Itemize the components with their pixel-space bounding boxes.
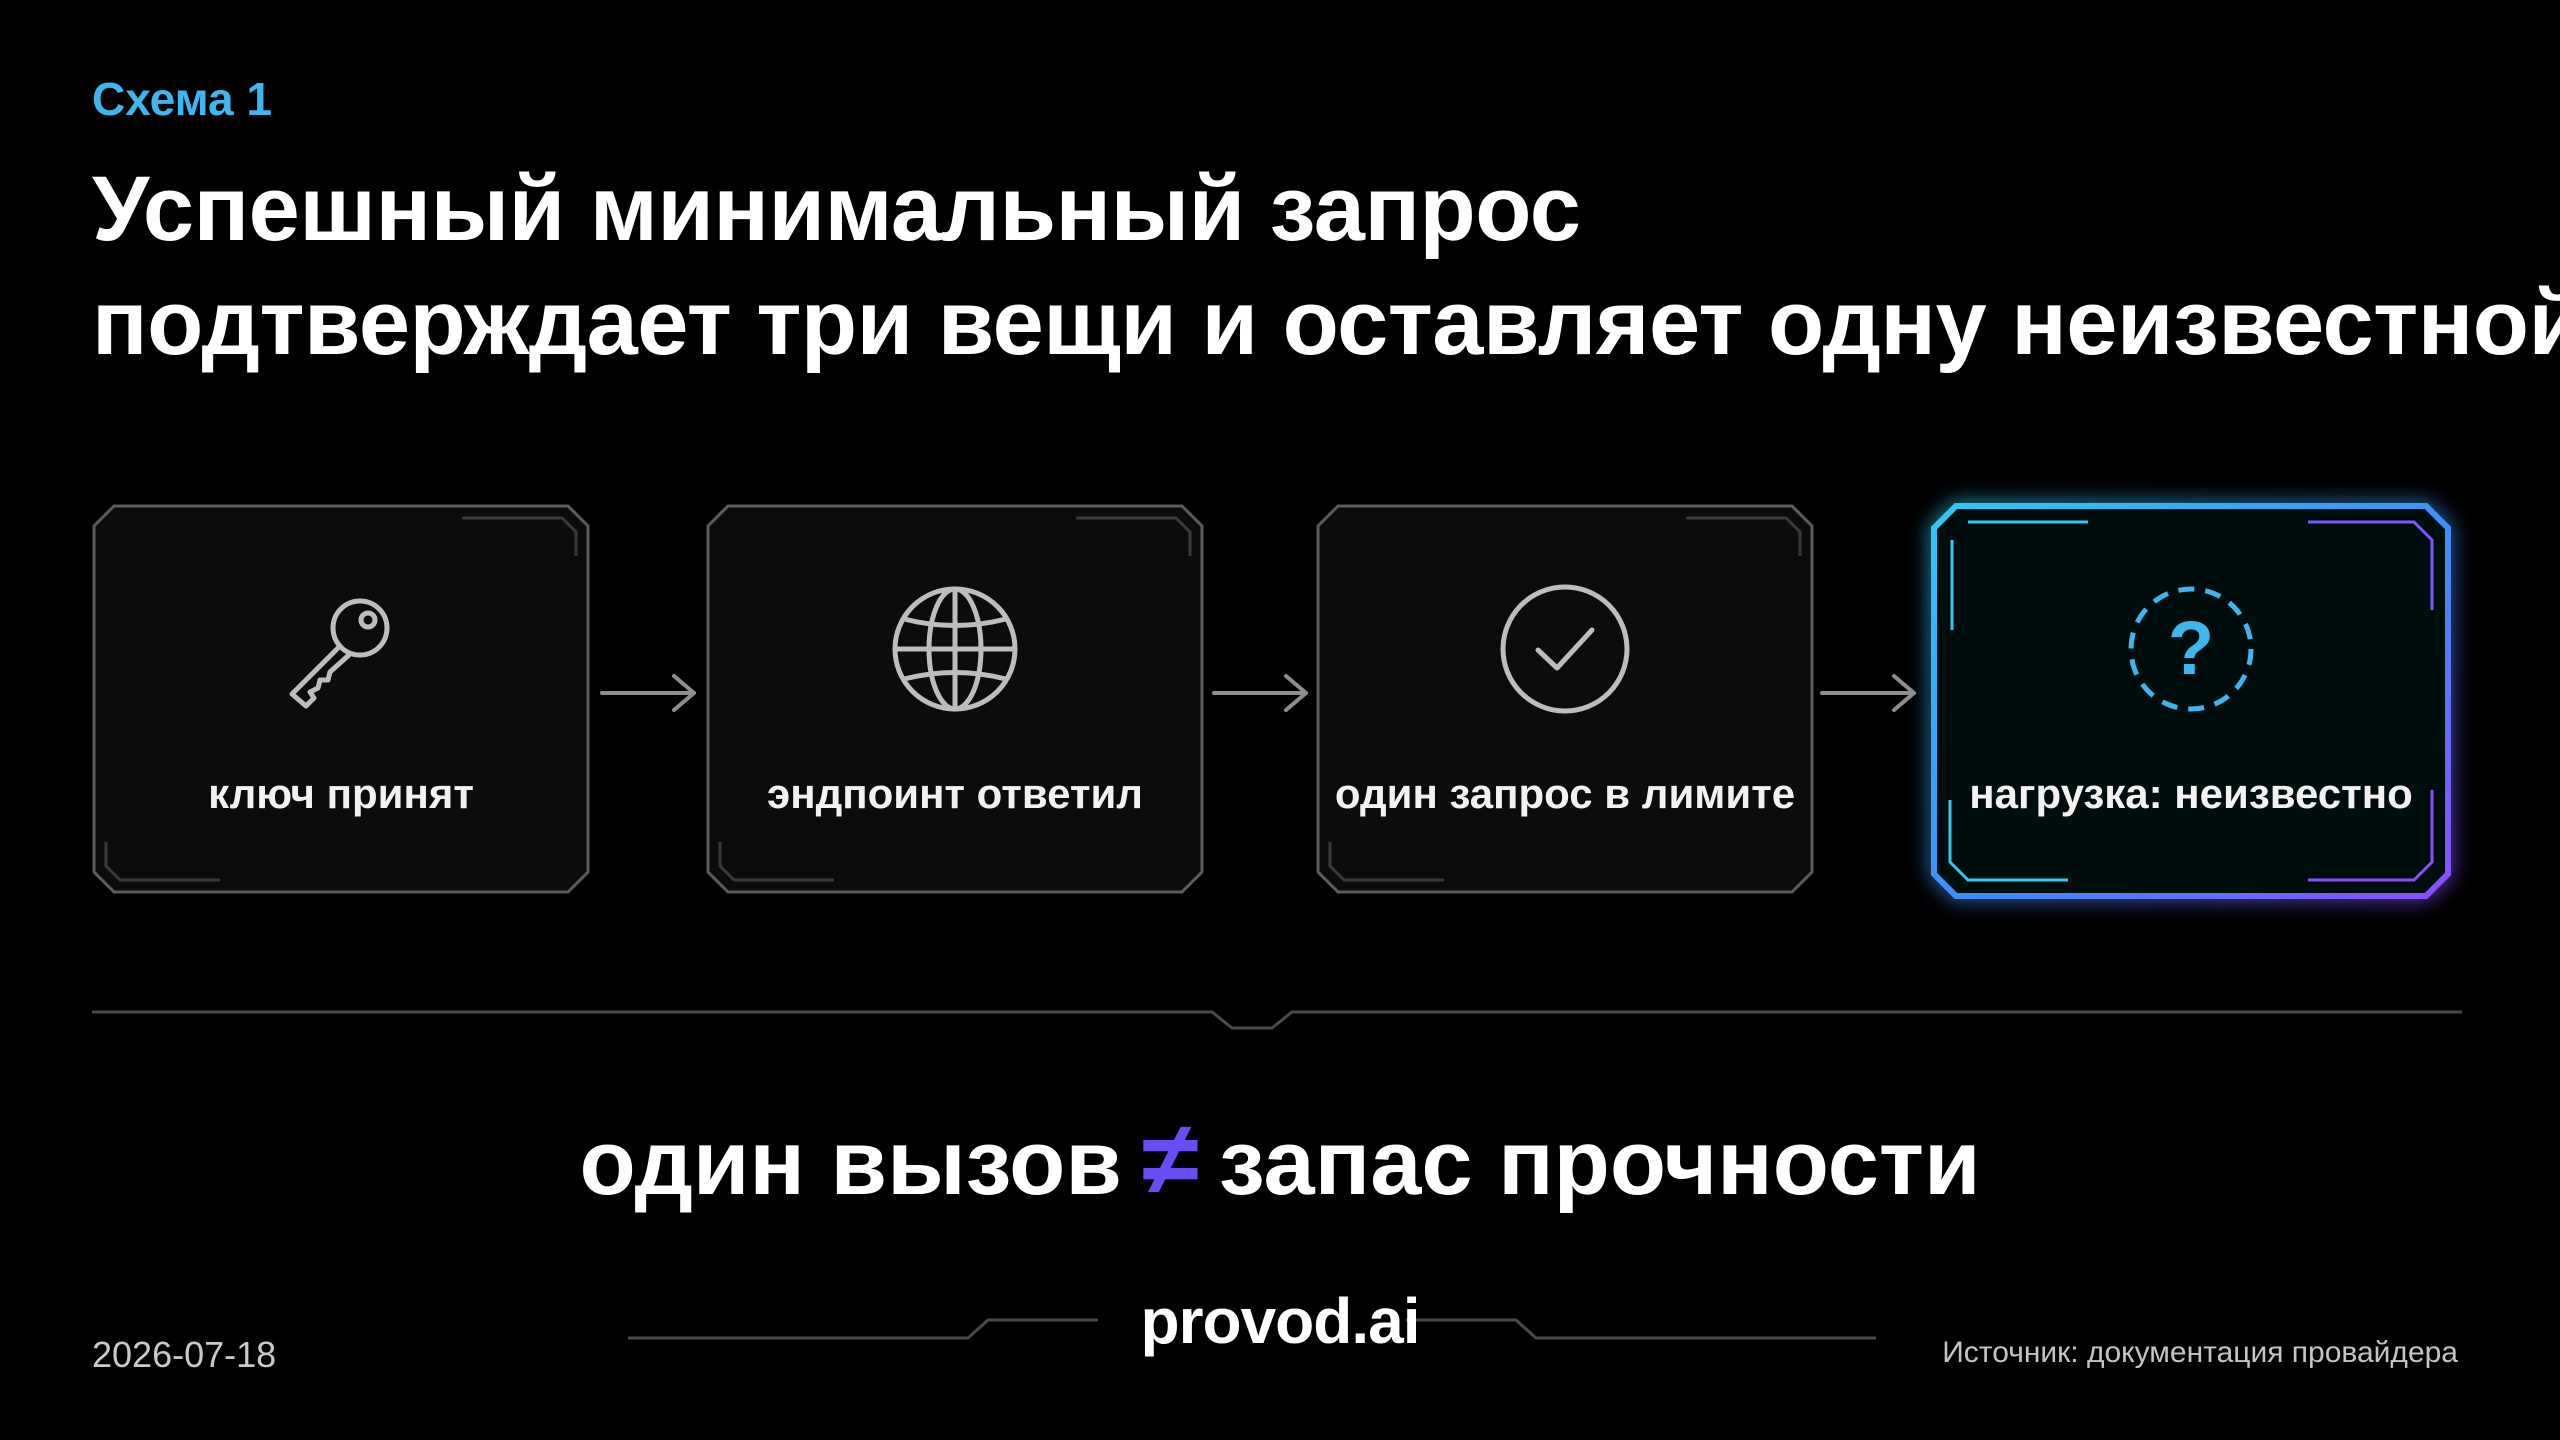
card-frame [1316,504,1814,894]
footer-date: 2026-07-18 [92,1334,277,1375]
eyebrow-label: Схема 1 [92,73,273,125]
formula-line: один вызов≠запас прочности [0,1100,2560,1219]
brand-logo-text: provod.ai [1140,1285,1420,1357]
key-icon [289,598,390,709]
step-card-request-within-limit: один запрос в лимите [1316,504,1814,894]
step-label: нагрузка: неизвестно [1969,770,2413,817]
title-line-1: Успешный минимальный запрос [92,158,1581,260]
title-line-2: подтверждает три вещи и оставляет одну н… [92,272,2560,374]
brand-decor-lines [628,1318,1876,1340]
svg-text:?: ? [2168,606,2214,691]
step-card-load-unknown: ? нагрузка: неизвестно [1928,500,2454,902]
question-circle-icon: ? [2128,586,2254,712]
page-title: Успешный минимальный запрос подтверждает… [92,152,2560,380]
card-frame [92,504,590,894]
formula-left: один вызов [579,1112,1122,1214]
arrow-right-icon [1820,674,1916,712]
step-card-endpoint-responded: эндпоинт ответил [706,504,1204,894]
step-card-key-accepted: ключ принят [92,504,590,894]
card-frame-highlight [1931,503,2451,899]
section-divider [92,1010,2462,1030]
source-note: Источник: документация провайдера [1942,1336,2458,1369]
step-label: ключ принят [208,770,474,817]
arrow-right-icon [600,674,696,712]
arrow-right-icon [1212,674,1308,712]
globe-icon [892,586,1018,712]
step-label: один запрос в лимите [1334,770,1796,817]
formula-right: запас прочности [1218,1112,1981,1214]
not-equal-operator: ≠ [1141,1101,1199,1217]
check-circle-icon [1500,584,1630,714]
step-label: эндпоинт ответил [767,770,1143,817]
